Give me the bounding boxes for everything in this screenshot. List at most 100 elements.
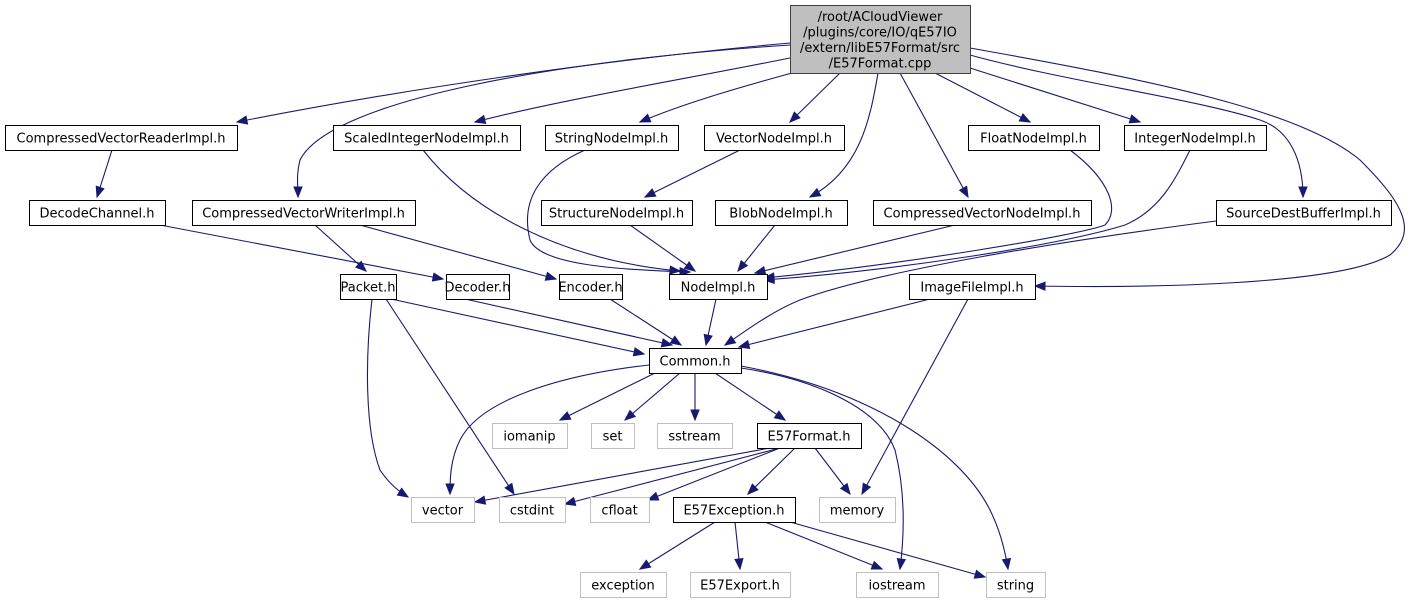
node-label: Encoder.h <box>558 281 622 296</box>
node-compressed-vector-node-impl[interactable]: CompressedVectorNodeImpl.h <box>873 200 1092 226</box>
arrowhead-icon <box>1128 114 1142 124</box>
node-box <box>657 423 733 449</box>
node-label: StructureNodeImpl.h <box>549 207 684 222</box>
node-box <box>499 497 566 523</box>
arrowhead-icon <box>660 338 674 348</box>
node-box <box>873 200 1092 226</box>
edge-line <box>809 72 879 198</box>
edge-encoder-to-common <box>609 298 683 346</box>
node-box <box>673 497 796 523</box>
edge-root-to-compressed-vector-node-impl <box>899 72 969 199</box>
node-source-dest-buffer-impl[interactable]: SourceDestBufferImpl.h <box>1216 200 1392 226</box>
edge-root-to-scaled-integer-node-impl <box>473 57 791 124</box>
node-float-node-impl[interactable]: FloatNodeImpl.h <box>968 125 1100 151</box>
edge-common-to-string <box>740 365 1012 571</box>
edge-common-to-e57-format <box>714 372 787 421</box>
node-string-node-impl[interactable]: StringNodeImpl.h <box>545 125 679 151</box>
node-label: iostream <box>868 579 925 594</box>
node-e57-format[interactable]: E57Format.h <box>757 423 862 449</box>
edge-line <box>789 72 841 123</box>
node-label: Packet.h <box>341 281 396 296</box>
arrowhead-icon <box>95 185 105 199</box>
edge-compressed-vector-reader-impl-to-decode-channel <box>95 149 113 199</box>
node-image-file-impl[interactable]: ImageFileImpl.h <box>909 274 1036 300</box>
arrowhead-icon <box>504 482 515 496</box>
edge-root-to-float-node-impl <box>934 72 1032 123</box>
edge-line <box>740 367 904 570</box>
node-packet[interactable]: Packet.h <box>340 274 397 300</box>
node-e57-exception[interactable]: E57Exception.h <box>673 497 796 523</box>
edge-line <box>724 220 1217 346</box>
node-label-line: /plugins/core/IO/qE57IO <box>803 26 957 41</box>
arrowhead-icon <box>623 409 637 421</box>
node-label: exception <box>591 579 655 594</box>
node-label: cfloat <box>601 504 637 519</box>
edge-e57-format-to-memory <box>814 447 851 496</box>
node-compressed-vector-reader-impl[interactable]: CompressedVectorReaderImpl.h <box>5 125 238 151</box>
edge-vector-node-impl-to-structure-node-impl <box>643 149 741 198</box>
edge-line <box>314 224 367 272</box>
edge-line <box>564 447 781 505</box>
edge-line <box>644 149 741 198</box>
node-box <box>29 200 166 226</box>
node-box <box>446 274 510 300</box>
node-scaled-integer-node-impl[interactable]: ScaledIntegerNodeImpl.h <box>333 125 521 151</box>
node-e57-export: E57Export.h <box>690 572 791 598</box>
edge-line <box>754 224 956 274</box>
edge-line <box>559 372 656 421</box>
arrowhead-icon <box>646 491 660 501</box>
arrowhead-icon <box>669 335 683 346</box>
edge-scaled-integer-node-impl-to-node-impl <box>422 149 682 275</box>
arrowhead-icon <box>1001 557 1012 571</box>
edge-line <box>934 72 1031 123</box>
node-blob-node-impl[interactable]: BlobNodeImpl.h <box>715 200 848 226</box>
node-vector-node-impl[interactable]: VectorNodeImpl.h <box>704 125 845 151</box>
edge-node-impl-to-common <box>703 298 717 347</box>
node-common[interactable]: Common.h <box>649 348 742 374</box>
edge-packet-to-cstdint <box>385 298 515 496</box>
arrowhead-icon <box>643 188 657 198</box>
edge-decode-channel-to-decoder <box>159 224 445 282</box>
node-box <box>968 125 1100 151</box>
node-root[interactable]: /root/ACloudViewer/plugins/core/IO/qE57I… <box>790 5 971 74</box>
edge-e57-exception-to-e57-export <box>734 521 744 571</box>
edge-line <box>359 224 557 280</box>
node-label: ScaledIntegerNodeImpl.h <box>344 132 509 147</box>
edge-compressed-vector-writer-impl-to-encoder <box>359 224 558 281</box>
arrowhead-icon <box>753 265 767 276</box>
node-encoder[interactable]: Encoder.h <box>558 274 623 300</box>
node-compressed-vector-writer-impl[interactable]: CompressedVectorWriterImpl.h <box>192 200 416 226</box>
edge-common-to-set <box>623 372 681 421</box>
node-label: VectorNodeImpl.h <box>716 132 832 147</box>
node-label-line: /root/ACloudViewer <box>818 10 943 25</box>
arrowhead-icon <box>638 559 652 570</box>
node-node-impl[interactable]: NodeImpl.h <box>669 274 768 300</box>
node-vector: vector <box>411 497 475 523</box>
node-box <box>192 200 416 226</box>
node-box <box>1124 125 1267 151</box>
node-decode-channel[interactable]: DecodeChannel.h <box>29 200 166 226</box>
node-integer-node-impl[interactable]: IntegerNodeImpl.h <box>1124 125 1267 151</box>
edges-layer <box>95 42 1405 579</box>
node-label-line: /extern/libE57Format/src <box>800 41 960 56</box>
arrowhead-icon <box>762 274 775 284</box>
node-box <box>333 125 521 151</box>
arrowhead-icon <box>431 272 445 282</box>
node-sstream: sstream <box>657 423 733 449</box>
node-label: string <box>997 579 1034 594</box>
edge-blob-node-impl-to-node-impl <box>737 224 776 273</box>
edge-line <box>366 298 409 498</box>
edge-image-file-impl-to-common <box>737 298 931 350</box>
node-label: E57Format.h <box>768 430 851 445</box>
node-iomanip: iomanip <box>492 423 568 449</box>
arrowhead-icon <box>861 482 872 496</box>
arrowhead-icon <box>734 558 744 571</box>
node-structure-node-impl[interactable]: StructureNodeImpl.h <box>541 200 693 226</box>
node-decoder[interactable]: Decoder.h <box>445 274 511 300</box>
edge-line <box>747 447 796 495</box>
node-label: E57Export.h <box>700 579 780 594</box>
node-box <box>649 348 742 374</box>
node-box <box>819 497 896 523</box>
arrowhead-icon <box>973 569 987 579</box>
nodes-layer: /root/ACloudViewer/plugins/core/IO/qE57I… <box>5 5 1392 598</box>
